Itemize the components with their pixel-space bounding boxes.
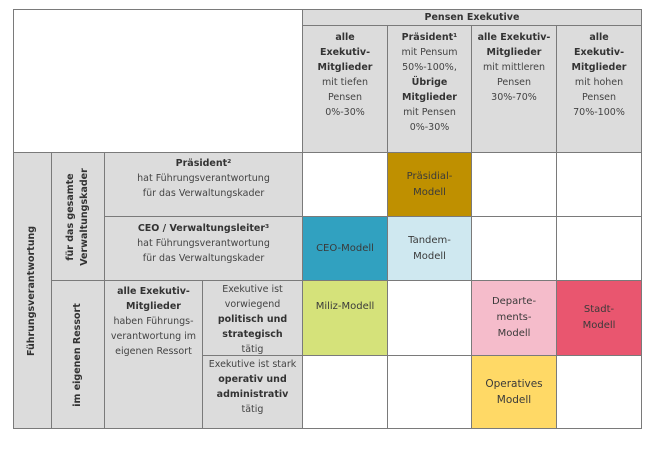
praesidial-modell-cell: Präsidial-Modell bbox=[387, 152, 472, 217]
empty-cell bbox=[471, 216, 557, 281]
miliz-modell-cell: Miliz-Modell bbox=[302, 280, 388, 356]
pensen-exekutive-header: Pensen Exekutive bbox=[302, 9, 642, 26]
departements-modell-cell: Departe-ments-Modell bbox=[471, 280, 557, 356]
stadt-modell-cell: Stadt-Modell bbox=[556, 280, 642, 356]
empty-cell bbox=[302, 355, 388, 429]
empty-cell bbox=[387, 280, 472, 356]
empty-cell bbox=[556, 152, 642, 217]
tandem-modell-cell: Tandem-Modell bbox=[387, 216, 472, 281]
operatives-modell-cell: Operatives Modell bbox=[471, 355, 557, 429]
eigenes-ressort-label: im eigenen Ressort bbox=[51, 280, 105, 429]
ceo-modell-cell: CEO-Modell bbox=[302, 216, 388, 281]
empty-cell bbox=[556, 355, 642, 429]
empty-cell bbox=[556, 216, 642, 281]
empty-cell bbox=[471, 152, 557, 217]
fuehrungsverantwortung-label: Führungsverantwortung bbox=[13, 152, 52, 429]
empty-corner-cell bbox=[13, 9, 303, 153]
empty-cell bbox=[302, 152, 388, 217]
empty-cell bbox=[387, 355, 472, 429]
